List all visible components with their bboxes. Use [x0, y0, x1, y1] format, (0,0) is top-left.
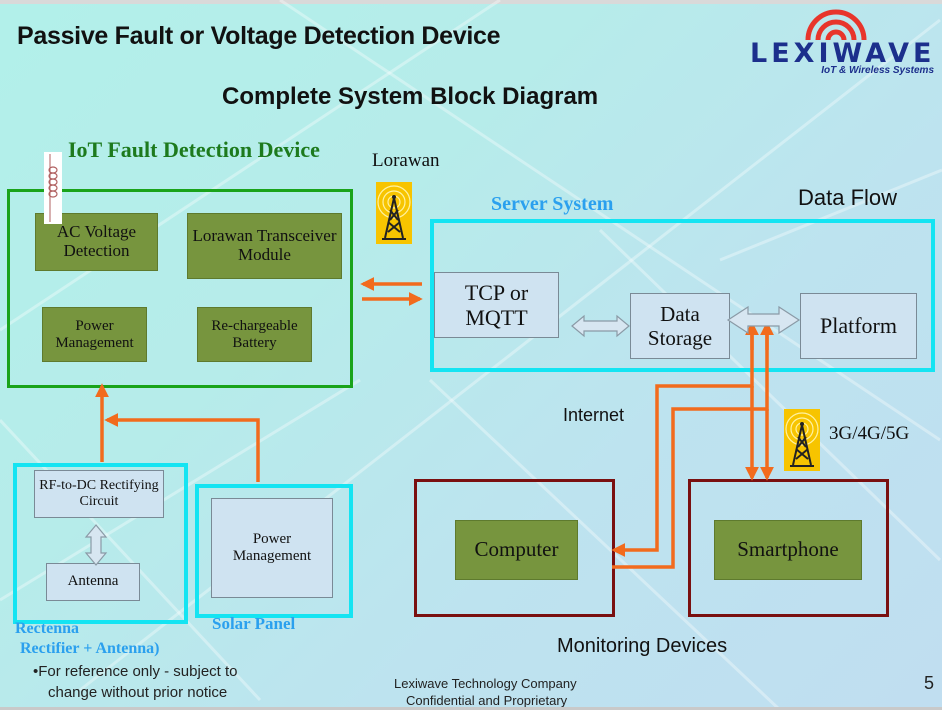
power-management-block: Power Management [42, 307, 147, 362]
device-title: IoT Fault Detection Device [68, 137, 320, 162]
solar-power-block: Power Management [211, 498, 333, 598]
slide-subtitle: Complete System Block Diagram [222, 83, 599, 110]
server-title: Server System [491, 193, 614, 215]
page-number: 5 [924, 673, 935, 693]
logo-tagline: IoT & Wireless Systems [821, 65, 934, 76]
storage-platform-double-arrow [726, 305, 801, 335]
wave-arc-icon [805, 9, 867, 41]
logo-wordmark: LEXIWAVE [750, 38, 936, 69]
solar-power-arrow [104, 413, 260, 482]
coil-sensor-icon [44, 152, 62, 224]
top-border [0, 0, 942, 4]
smartphone-block: Smartphone [714, 520, 862, 580]
computer-to-internet-line [612, 330, 769, 569]
disclaimer-line2: change without prior notice [48, 684, 228, 701]
slide-title: Passive Fault or Voltage Detection Devic… [17, 22, 501, 50]
solar-label: Solar Panel [212, 614, 296, 633]
data-flow-label: Data Flow [798, 185, 898, 210]
rectifier-block: RF-to-DC Rectifying Circuit [34, 470, 164, 518]
device-container: AC Voltage Detection Lorawan Transceiver… [7, 189, 353, 388]
tcp-mqtt-block: TCP or MQTT [434, 272, 559, 338]
company-line2: Confidential and Proprietary [406, 693, 568, 708]
lorawan-tower-icon [376, 182, 412, 244]
tcp-storage-double-arrow [571, 314, 630, 338]
bottom-border [0, 707, 942, 710]
lexiwave-logo: LEXIWAVE IoT & Wireless Systems [748, 4, 938, 76]
transceiver-block: Lorawan Transceiver Module [187, 213, 342, 279]
rectenna-container: RF-to-DC Rectifying Circuit Antenna [13, 463, 188, 624]
rectifier-antenna-double-arrow [84, 524, 108, 566]
ac-voltage-block: AC Voltage Detection [35, 213, 158, 271]
rectenna-sublabel: Rectifier + Antenna) [20, 640, 160, 657]
computer-container: Computer [414, 479, 615, 617]
internet-to-computer-arrow [611, 330, 754, 557]
monitoring-label: Monitoring Devices [557, 635, 728, 657]
battery-block: Re-chargeable Battery [197, 307, 312, 362]
rectenna-label: Rectenna [15, 620, 79, 637]
cellular-label: 3G/4G/5G [829, 423, 910, 444]
disclaimer-line1: •For reference only - subject to [33, 663, 238, 680]
computer-block: Computer [455, 520, 578, 580]
data-storage-block: Data Storage [630, 293, 730, 359]
smartphone-container: Smartphone [688, 479, 889, 617]
cellular-tower-icon [784, 409, 820, 471]
platform-block: Platform [800, 293, 917, 359]
server-container: TCP or MQTT Data Storage Platform [430, 219, 935, 372]
lorawan-label: Lorawan [372, 150, 440, 171]
company-line1: Lexiwave Technology Company [394, 676, 577, 691]
antenna-block: Antenna [46, 563, 140, 601]
internet-label: Internet [563, 405, 625, 425]
solar-container: Power Management [195, 484, 353, 618]
